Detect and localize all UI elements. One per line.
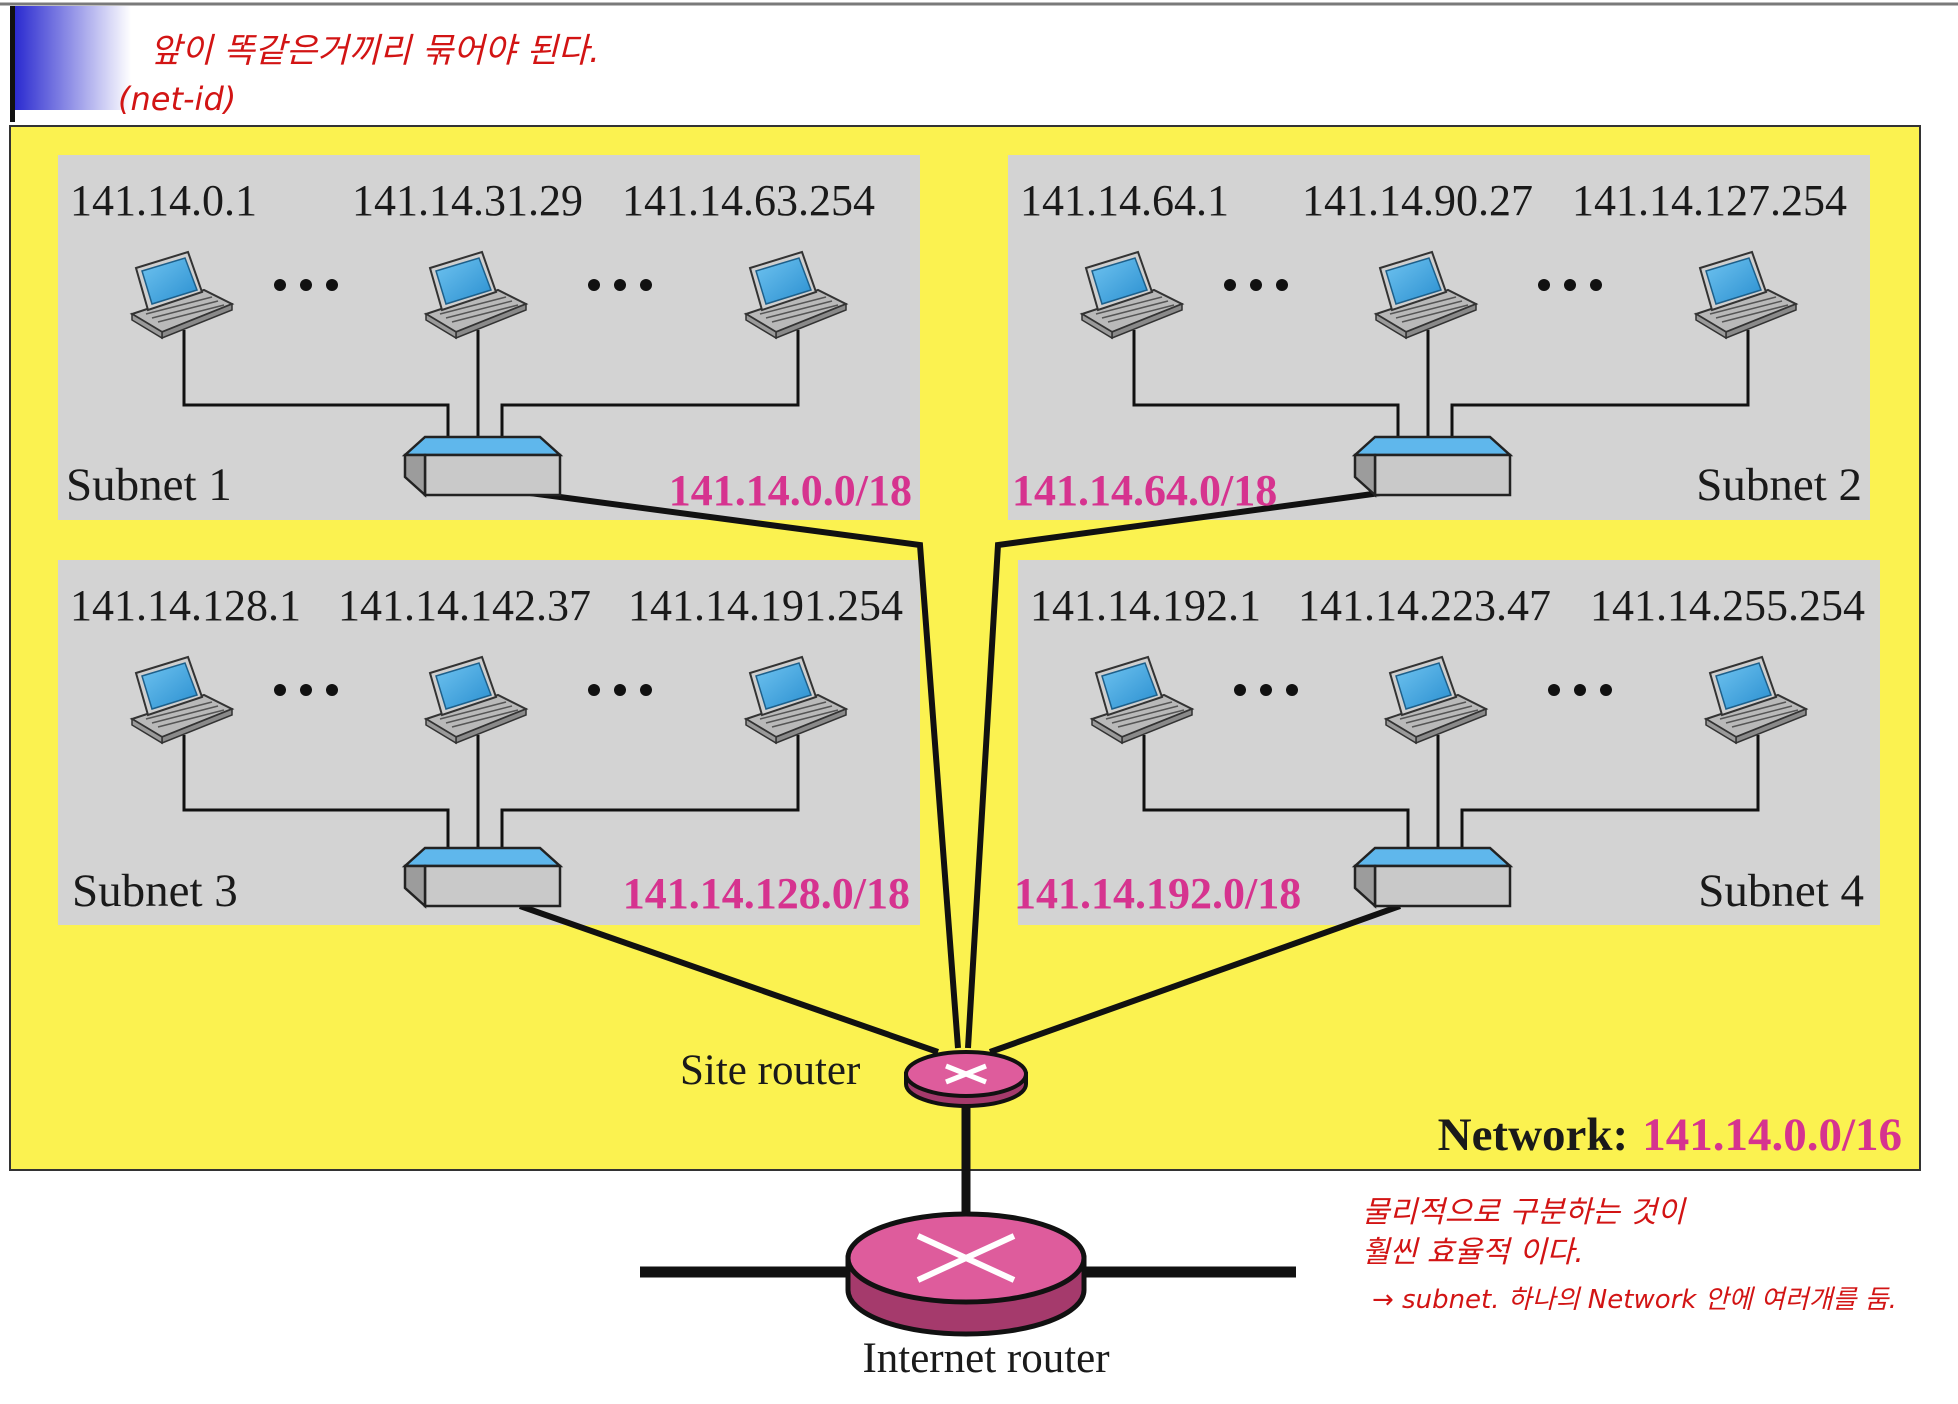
switch-icon xyxy=(1353,846,1512,908)
internet-router-icon xyxy=(845,1211,1087,1337)
host-ip: 141.14.127.254 xyxy=(1572,176,1847,225)
subnet-name: Subnet 3 xyxy=(72,865,238,917)
host-ip: 141.14.90.27 xyxy=(1302,176,1533,225)
site-router-icon xyxy=(904,1050,1028,1108)
subnet-name: Subnet 2 xyxy=(1696,459,1862,511)
subnet-name: Subnet 4 xyxy=(1698,865,1864,917)
host-ip: 141.14.128.1 xyxy=(70,581,301,630)
network-label-text: Network: xyxy=(1438,1109,1629,1161)
subnet-cidr: 141.14.128.0/18 xyxy=(623,869,910,918)
host-ip: 141.14.255.254 xyxy=(1590,581,1865,630)
network-cidr: 141.14.0.0/16 xyxy=(1642,1109,1902,1161)
host-ip: 141.14.223.47 xyxy=(1298,581,1551,630)
host-ip: 141.14.142.37 xyxy=(338,581,591,630)
host-ip: 141.14.192.1 xyxy=(1030,581,1261,630)
host-ip: 141.14.64.1 xyxy=(1020,176,1229,225)
subnet-name: Subnet 1 xyxy=(66,459,232,511)
link-subnet4-router xyxy=(988,903,1402,1055)
internet-router-label: Internet router xyxy=(862,1335,1109,1382)
link-subnet3-router xyxy=(519,903,939,1055)
link-subnet2-router xyxy=(965,490,1381,1049)
host-ip: 141.14.0.1 xyxy=(70,176,257,225)
header-note-line1: 앞이 똑같은거끼리 묶어야 된다. xyxy=(150,31,600,71)
subnet-cidr: 141.14.0.0/18 xyxy=(669,466,912,515)
header-accent-block xyxy=(15,6,131,110)
switch-icon xyxy=(403,435,562,497)
host-ip: 141.14.63.254 xyxy=(622,176,875,225)
subnet-cidr: 141.14.192.0/18 xyxy=(1014,869,1301,918)
side-note-line2: 훨씬 효율적 이다. xyxy=(1362,1235,1584,1270)
host-ip: 141.14.191.254 xyxy=(628,581,903,630)
ellipsis-dots xyxy=(274,279,1612,696)
side-note-line1: 물리적으로 구분하는 것이 xyxy=(1362,1195,1687,1230)
header-note-line2: (net-id) xyxy=(118,80,236,118)
link-subnet1-router xyxy=(529,490,961,1049)
side-note-line3: → subnet. 하나의 Network 안에 여러개를 둠. xyxy=(1372,1285,1897,1315)
subnet-cidr: 141.14.64.0/18 xyxy=(1012,466,1277,515)
switch-icon xyxy=(403,846,562,908)
host-ip: 141.14.31.29 xyxy=(352,176,583,225)
switch-icon xyxy=(1353,435,1512,497)
network-label: Network:141.14.0.0/16 xyxy=(1438,1109,1902,1161)
site-router-label: Site router xyxy=(680,1047,860,1094)
header-bar xyxy=(10,6,15,122)
